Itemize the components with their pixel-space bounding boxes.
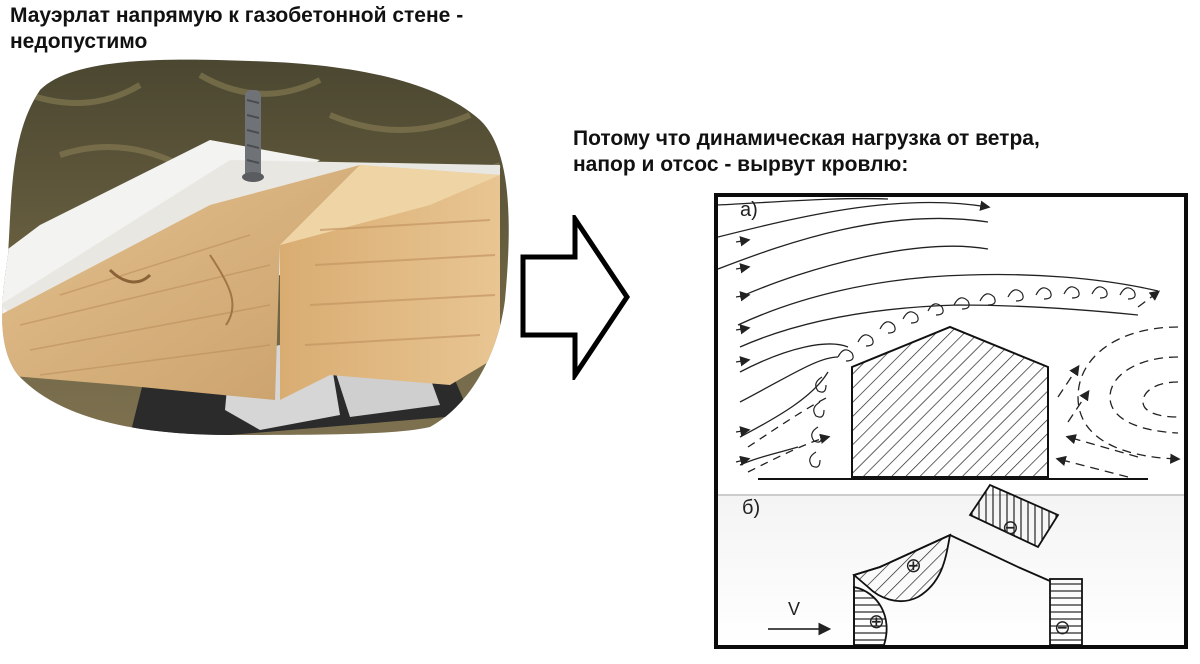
streamlines (718, 197, 1159, 466)
diagram-caption: Потому что динамическая нагрузка от ветр… (573, 126, 1133, 178)
wind-velocity-label: V (788, 599, 801, 619)
panel-b-label: б) (742, 497, 761, 519)
negative-pressure-symbol-wall: ⊖ (1054, 617, 1071, 639)
windward-eddy (747, 396, 831, 473)
pressure-diagram (852, 483, 1083, 645)
diagram-caption-line-1: Потому что динамическая нагрузка от ветр… (573, 127, 1040, 150)
diagram-caption-line-2: напор и отсос - вырвут кровлю: (573, 153, 909, 176)
mauerlat-photo (2, 59, 509, 435)
leeward-eddy (1055, 290, 1181, 478)
photo-caption: Мауэрлат напрямую к газобетонной стене -… (10, 3, 570, 55)
right-arrow-icon (520, 215, 631, 380)
positive-pressure-symbol-wall: ⊕ (868, 611, 885, 633)
wind-load-drawing (718, 197, 1184, 645)
photo-caption-line-1: Мауэрлат напрямую к газобетонной стене - (10, 4, 464, 27)
wind-load-diagram: а) б) V ⊕ ⊕ ⊖ ⊖ (714, 193, 1188, 649)
positive-pressure-symbol-roof: ⊕ (905, 555, 922, 577)
panel-a-label: а) (740, 199, 758, 221)
roof-vortices (809, 286, 1136, 468)
negative-pressure-symbol-roof: ⊖ (1002, 517, 1019, 539)
photo-caption-line-2: недопустимо (10, 30, 148, 53)
stream-arrowheads (735, 236, 751, 466)
building-section (851, 325, 1049, 478)
